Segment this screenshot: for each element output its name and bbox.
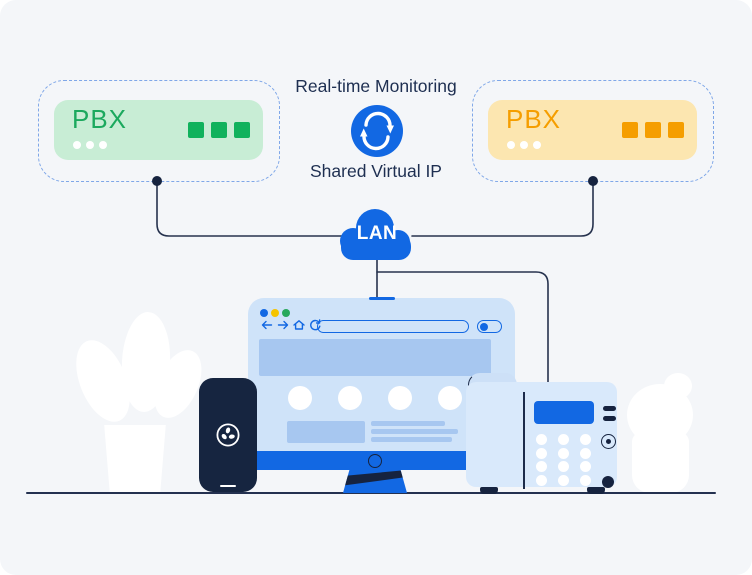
wire-lan-to-deskphone [376, 271, 549, 384]
phone-body [466, 382, 617, 489]
webpage-text-lines [371, 421, 458, 445]
home-icon [293, 320, 305, 330]
forward-arrow-icon [277, 320, 289, 330]
status-led [99, 141, 107, 149]
port-indicator [211, 122, 227, 138]
status-led [533, 141, 541, 149]
pbx-primary-device: PBX [54, 100, 263, 160]
phone-foot [480, 487, 498, 494]
status-led [86, 141, 94, 149]
status-led [520, 141, 528, 149]
text-line [371, 437, 452, 442]
smartphone [199, 378, 257, 492]
keypad-key [536, 434, 547, 445]
avatar-circle [438, 386, 462, 410]
port-indicator [668, 122, 684, 138]
window-dot [260, 309, 268, 317]
avatar-circle [288, 386, 312, 410]
pbx-secondary-label: PBX [506, 104, 562, 134]
phone-line-key [603, 406, 616, 411]
webpage-banner [259, 339, 491, 376]
desktop-monitor [248, 297, 515, 470]
pbx-primary-label: PBX [72, 104, 128, 134]
pbx-secondary-port-indicators [622, 122, 684, 138]
pbx-primary-port-indicators [188, 122, 250, 138]
pbx-secondary-group: PBX [472, 80, 714, 182]
pbx-primary-status-leds [73, 141, 107, 149]
lan-label: LAN [356, 223, 398, 244]
keypad-key [580, 447, 591, 459]
keypad-key [580, 461, 591, 472]
monitor-stand-stripe [343, 470, 407, 486]
pbx-primary-group: PBX [38, 80, 280, 182]
phone-line-key [603, 416, 616, 421]
pbx-secondary-device: PBX [488, 100, 697, 160]
window-dot [282, 309, 290, 317]
pbx-secondary-status-leds [507, 141, 541, 149]
monitor-bezel [248, 451, 515, 470]
phone-home-bar [220, 484, 236, 487]
monitoring-title: Real-time Monitoring [295, 76, 457, 96]
port-indicator [622, 122, 638, 138]
browser-address-bar [317, 320, 469, 333]
keypad-key [536, 474, 547, 486]
phone-keypad [536, 434, 591, 486]
wire-pbx-right-to-lan [411, 181, 594, 237]
monitor-stand [343, 470, 407, 493]
lan-cloud-icon: LAN [333, 207, 421, 261]
phone-foot [587, 487, 605, 494]
phone-speaker-button [602, 476, 614, 488]
plant-pot [104, 425, 166, 493]
back-arrow-icon [261, 320, 273, 330]
keypad-key [558, 461, 569, 472]
desk-ip-phone [460, 373, 618, 495]
keypad-key [558, 447, 569, 459]
avatar-circle [338, 386, 362, 410]
virtual-ip-title: Shared Virtual IP [310, 161, 442, 181]
keypad-key [580, 474, 591, 486]
keypad-key [580, 434, 591, 445]
toggle-knob [479, 322, 488, 331]
webpage-content-block [287, 421, 365, 443]
connection-node-left [152, 176, 162, 186]
softphone-app-logo-icon [215, 422, 241, 448]
phone-divider-line [523, 392, 525, 489]
text-line [371, 429, 458, 434]
browser-toolbar [261, 319, 321, 331]
phone-display-screen [534, 401, 594, 424]
avatar-circle [388, 386, 412, 410]
webpage-avatar-row [288, 386, 462, 410]
wire-pbx-left-to-lan [156, 181, 343, 237]
window-dot [271, 309, 279, 317]
connection-node-right [588, 176, 598, 186]
cactus-pot [632, 432, 689, 493]
port-indicator [234, 122, 250, 138]
floor-line [26, 492, 716, 494]
browser-extension-toggle [477, 320, 502, 333]
sync-refresh-icon [351, 105, 403, 157]
monitor-network-port [369, 297, 395, 300]
keypad-key [536, 461, 547, 472]
text-line [371, 421, 445, 426]
dial-center-dot [606, 439, 611, 444]
phone-volume-dial [601, 434, 616, 449]
monitor-power-button [368, 454, 382, 468]
status-led [73, 141, 81, 149]
port-indicator [645, 122, 661, 138]
browser-window-dots [260, 309, 290, 317]
status-led [507, 141, 515, 149]
cactus-bud [664, 373, 692, 399]
port-indicator [188, 122, 204, 138]
keypad-key [558, 434, 569, 445]
keypad-key [558, 474, 569, 486]
keypad-key [536, 447, 547, 459]
